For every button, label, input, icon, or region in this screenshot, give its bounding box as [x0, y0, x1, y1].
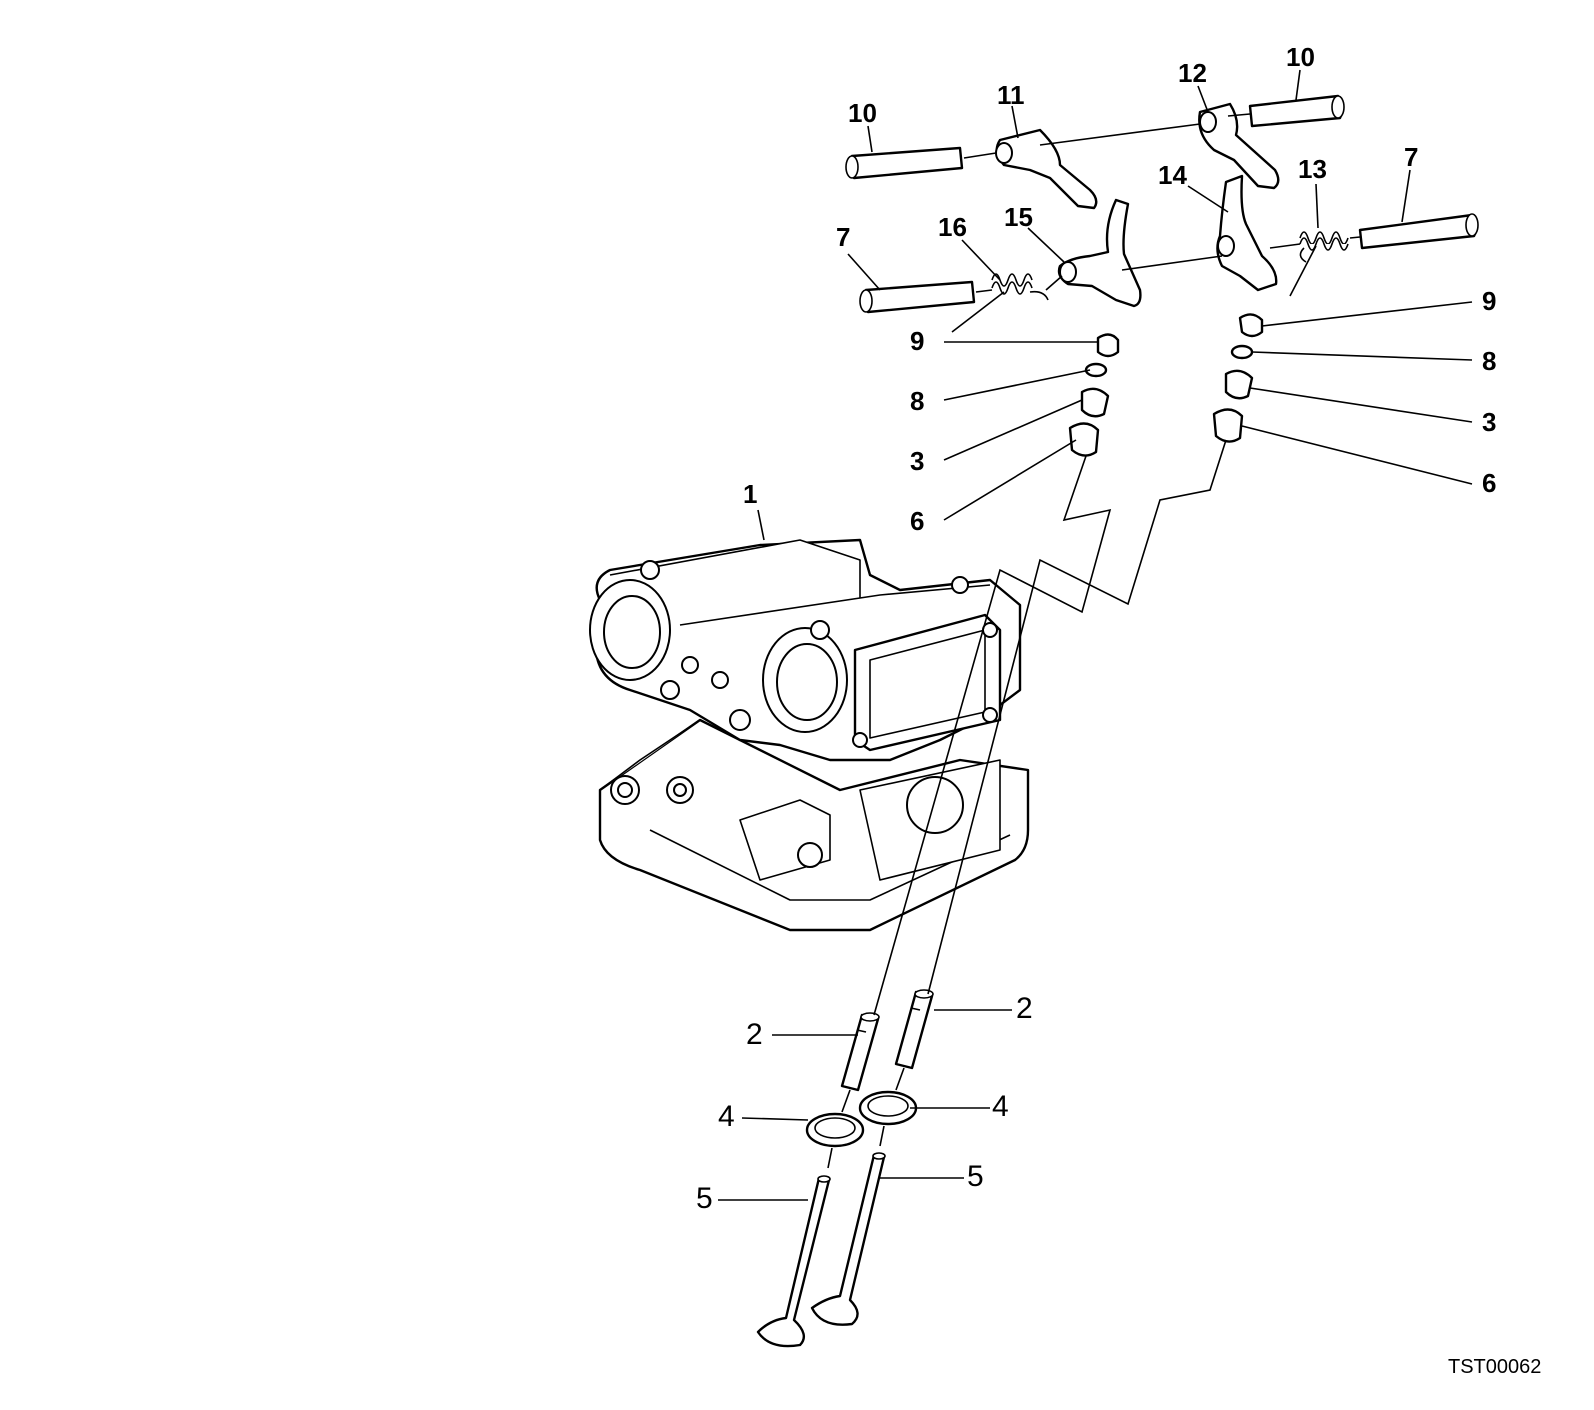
rocker-shaft-left — [859, 280, 976, 314]
callout-1: 1 — [743, 479, 757, 509]
rocker-arm-11 — [995, 128, 1098, 210]
valve-cap-right — [1238, 313, 1264, 338]
callout-8-right: 8 — [1482, 346, 1496, 376]
callout-2-right: 2 — [1016, 992, 1033, 1025]
rocker-pin-left — [845, 146, 964, 180]
callout-12: 12 — [1178, 58, 1207, 88]
callout-5-right: 5 — [967, 1160, 984, 1193]
valve-cap-left — [1096, 333, 1120, 358]
callout-8-left: 8 — [910, 386, 924, 416]
cylinder-head — [589, 538, 1030, 932]
callout-16: 16 — [938, 212, 967, 242]
rocker-arm-15 — [1057, 198, 1142, 308]
callout-4-left: 4 — [718, 1100, 735, 1133]
callout-7-right: 7 — [1404, 142, 1418, 172]
callout-4-right: 4 — [992, 1090, 1009, 1123]
callout-6-right: 6 — [1482, 468, 1496, 498]
valve-right — [810, 1152, 886, 1326]
callout-3-left: 3 — [910, 446, 924, 476]
callout-9-right: 9 — [1482, 286, 1496, 316]
valve-guide-left — [840, 1012, 880, 1092]
callout-7-left: 7 — [836, 222, 850, 252]
collet-right — [1230, 344, 1254, 360]
valve-guide-right — [894, 989, 934, 1070]
callout-5-left: 5 — [696, 1182, 713, 1215]
callout-3-right: 3 — [1482, 407, 1496, 437]
callout-9-left: 9 — [910, 326, 924, 356]
valve-seat-ring-left — [805, 1112, 865, 1148]
collet-left — [1084, 362, 1108, 378]
valve-stem-seal-left — [1068, 422, 1100, 457]
spring-retainer-right — [1224, 369, 1254, 400]
callout-2-left: 2 — [746, 1018, 763, 1051]
rocker-pin-right — [1248, 94, 1345, 128]
spring-retainer-left — [1080, 387, 1110, 418]
callout-10-right: 10 — [1286, 42, 1315, 72]
rocker-arm-14 — [1216, 174, 1278, 292]
valve-seat-ring-right — [858, 1090, 918, 1126]
callout-10-left: 10 — [848, 98, 877, 128]
drawing-code: TST00062 — [1448, 1356, 1541, 1378]
callout-6-left: 6 — [910, 506, 924, 536]
callout-11: 11 — [997, 80, 1025, 110]
callout-labels: 1 2 2 3 3 4 4 5 5 6 6 7 7 8 8 9 9 10 10 … — [696, 42, 1496, 1215]
callout-14: 14 — [1158, 160, 1187, 190]
valve-left — [756, 1175, 831, 1348]
leader-lines — [718, 69, 1473, 1201]
assembly-axes — [827, 113, 1361, 1169]
rocker-shaft-right — [1358, 213, 1479, 250]
valve-stem-seal-right — [1212, 408, 1244, 443]
torsion-spring-13 — [1289, 231, 1349, 297]
rocker-arm-12 — [1198, 102, 1280, 190]
callout-13: 13 — [1298, 154, 1327, 184]
torsion-spring-16 — [951, 273, 1049, 333]
callout-15: 15 — [1004, 202, 1033, 232]
